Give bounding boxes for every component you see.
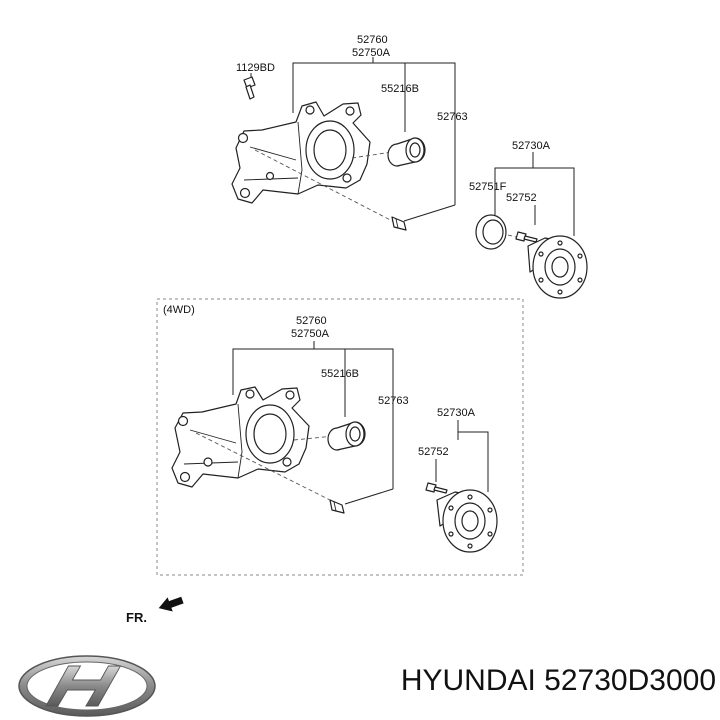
- 4wd-title: (4WD): [163, 304, 195, 316]
- knuckle-upper-icon: [231, 101, 371, 204]
- label-52763-top: 52763: [437, 111, 468, 123]
- label-52730a-bottom: 52730A: [437, 407, 476, 419]
- front-label: FR.: [126, 610, 147, 625]
- lower-assembly: 52760 52750A 55216B 52763 52730A 52752: [171, 315, 498, 553]
- bush-55216b-icon: [387, 137, 426, 167]
- bush-55216b-lower-icon: [327, 421, 366, 451]
- knuckle-lower-icon: [171, 386, 310, 488]
- label-52751f: 52751F: [469, 181, 507, 193]
- upper-assembly: 52760 52750A 1129BD 55216B 52763 52730A …: [231, 34, 588, 299]
- hub-52730a-lower-icon: [436, 489, 498, 553]
- label-52760-top: 52760: [357, 34, 388, 46]
- label-55216b-top: 55216B: [381, 83, 419, 95]
- lower-axis-line: [195, 432, 341, 506]
- brand-name: HYUNDAI: [400, 664, 536, 697]
- hub-bolt-52752-icon: [515, 231, 538, 243]
- label-55216b-bottom: 55216B: [321, 368, 359, 380]
- front-arrow-icon: [158, 596, 184, 612]
- upper-axis-line: [254, 149, 401, 226]
- label-52752-bottom: 52752: [418, 446, 449, 458]
- hub-bolt-52752-lower-icon: [425, 482, 448, 494]
- 4wd-box: [156, 298, 524, 576]
- part-number: 52730D3000: [544, 664, 716, 697]
- part-caption: HYUNDAI 52730D3000: [306, 664, 716, 698]
- label-52730a-top: 52730A: [512, 140, 551, 152]
- hyundai-logo: [18, 655, 156, 717]
- lower-leader-lines: [232, 341, 489, 505]
- label-52750a-top: 52750A: [352, 47, 391, 59]
- label-52750a-bottom: 52750A: [291, 328, 330, 340]
- cover-52751f-icon: [475, 214, 507, 250]
- upper-leader-lines: [250, 57, 575, 236]
- hub-52730a-upper-icon: [527, 235, 588, 299]
- stud-52763-icon: [391, 216, 407, 231]
- front-indicator: FR.: [126, 596, 184, 625]
- bolt-1129bd-icon: [243, 76, 256, 100]
- label-52760-bottom: 52760: [296, 315, 327, 327]
- label-52752-top: 52752: [506, 192, 537, 204]
- label-1129bd: 1129BD: [236, 62, 275, 74]
- stud-52763-lower-icon: [329, 499, 345, 514]
